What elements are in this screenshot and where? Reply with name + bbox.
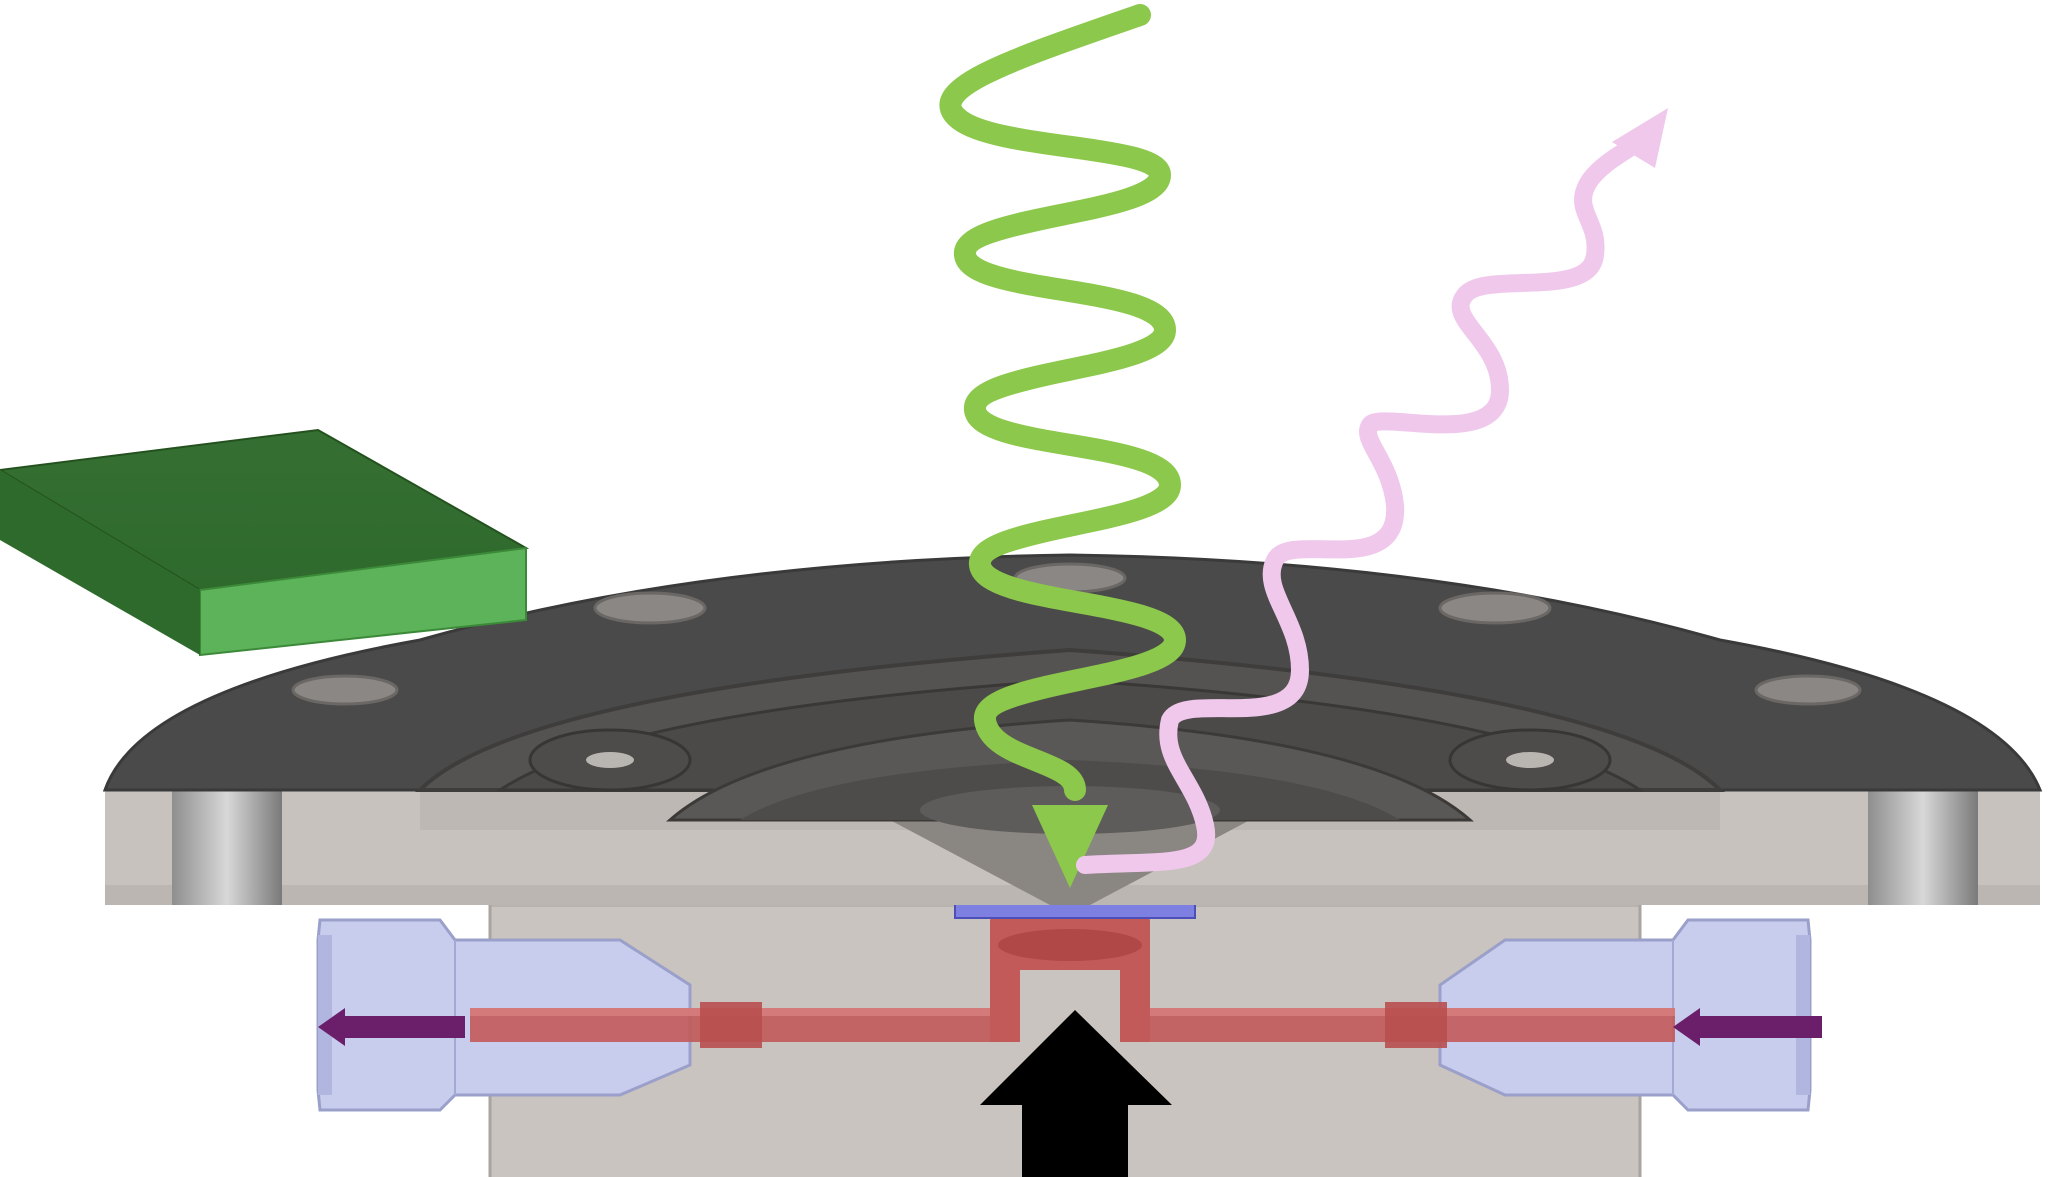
inlet-flow-arrow [1673, 1008, 1822, 1046]
excitation-beam [939, 4, 1187, 888]
fluid-channel [470, 915, 1675, 1048]
sample-window [954, 903, 1196, 919]
emission-beam [1076, 108, 1668, 874]
outlet-flow-arrow [318, 1008, 465, 1046]
sensor-block [0, 428, 530, 657]
force-arrow [980, 1010, 1172, 1177]
